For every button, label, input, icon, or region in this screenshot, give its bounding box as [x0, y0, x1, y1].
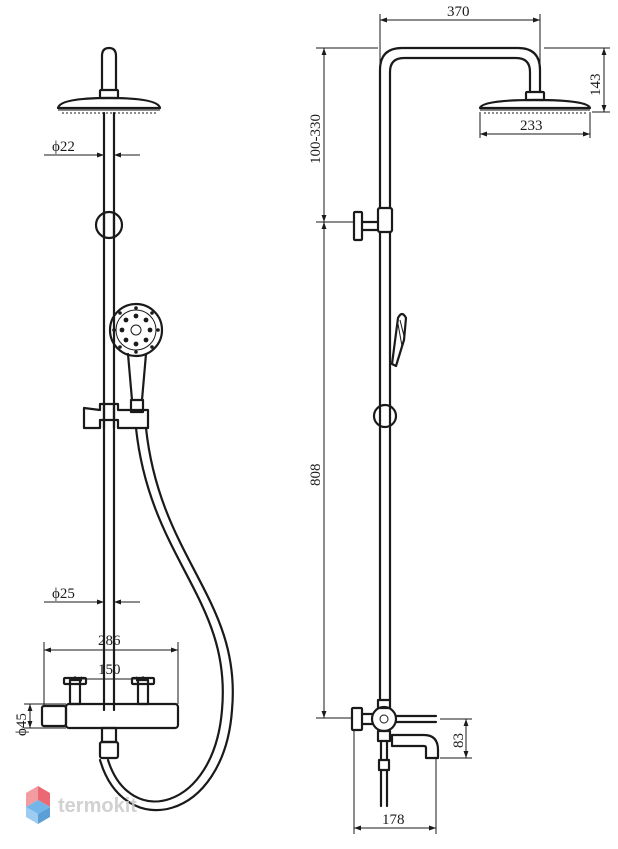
front-shower-hose — [98, 426, 234, 812]
front-slider — [82, 402, 150, 430]
dim-pipe-diameter-top: ϕ22 — [44, 139, 140, 158]
dim-label-mixer-width: 286 — [98, 633, 121, 649]
dim-pipe-diameter-bottom: ϕ25 — [44, 586, 140, 605]
dim-label-pipe-bottom: ϕ25 — [52, 586, 75, 602]
dim-label-spout-projection: 178 — [382, 812, 405, 828]
watermark: termokit — [26, 786, 137, 824]
front-view: ϕ22 ϕ25 286 150 ϕ45 — [14, 46, 234, 812]
dim-label-mixer-diameter: ϕ45 — [14, 713, 30, 736]
side-hand-shower — [390, 312, 408, 368]
side-view: 370 143 233 100-330 808 — [308, 4, 610, 834]
front-mixer — [40, 676, 180, 760]
dim-spout-drop: 83 — [440, 718, 472, 759]
dim-label-pipe-top: ϕ22 — [52, 139, 75, 155]
dim-spout-projection: 178 — [353, 730, 437, 834]
front-wall-bracket — [94, 210, 124, 240]
dim-riser-height: 808 — [308, 222, 352, 719]
dim-label-height-adjust: 100-330 — [308, 114, 324, 164]
dim-label-spout-drop: 83 — [451, 733, 467, 748]
side-mixer — [350, 698, 438, 808]
side-bath-spout — [390, 733, 440, 760]
dim-label-inlet-spacing: 150 — [98, 662, 121, 678]
termokit-logo-icon — [26, 786, 50, 824]
dim-label-arm-length: 370 — [447, 4, 470, 20]
side-wall-bracket — [352, 210, 380, 242]
dim-head-drop: 143 — [544, 47, 610, 113]
dim-arm-length: 370 — [379, 4, 541, 66]
front-hand-shower — [108, 302, 164, 414]
dim-mixer-diameter: ϕ45 — [14, 703, 66, 736]
side-overhead-shower — [478, 90, 592, 114]
dim-label-riser-height: 808 — [308, 464, 324, 487]
dim-head-diameter: 233 — [479, 112, 591, 138]
dim-height-adjust: 100-330 — [308, 47, 378, 223]
dim-label-head-drop: 143 — [588, 74, 604, 97]
watermark-brand: termokit — [58, 795, 137, 817]
side-riser-and-arm — [376, 46, 542, 702]
dim-label-head-diameter: 233 — [520, 118, 543, 134]
front-riser-pipe — [102, 111, 116, 712]
dim-mixer-width: 286 — [43, 633, 179, 706]
front-overhead-shower — [56, 46, 162, 114]
dim-inlet-spacing: 150 — [74, 662, 144, 682]
side-slider — [372, 403, 398, 429]
